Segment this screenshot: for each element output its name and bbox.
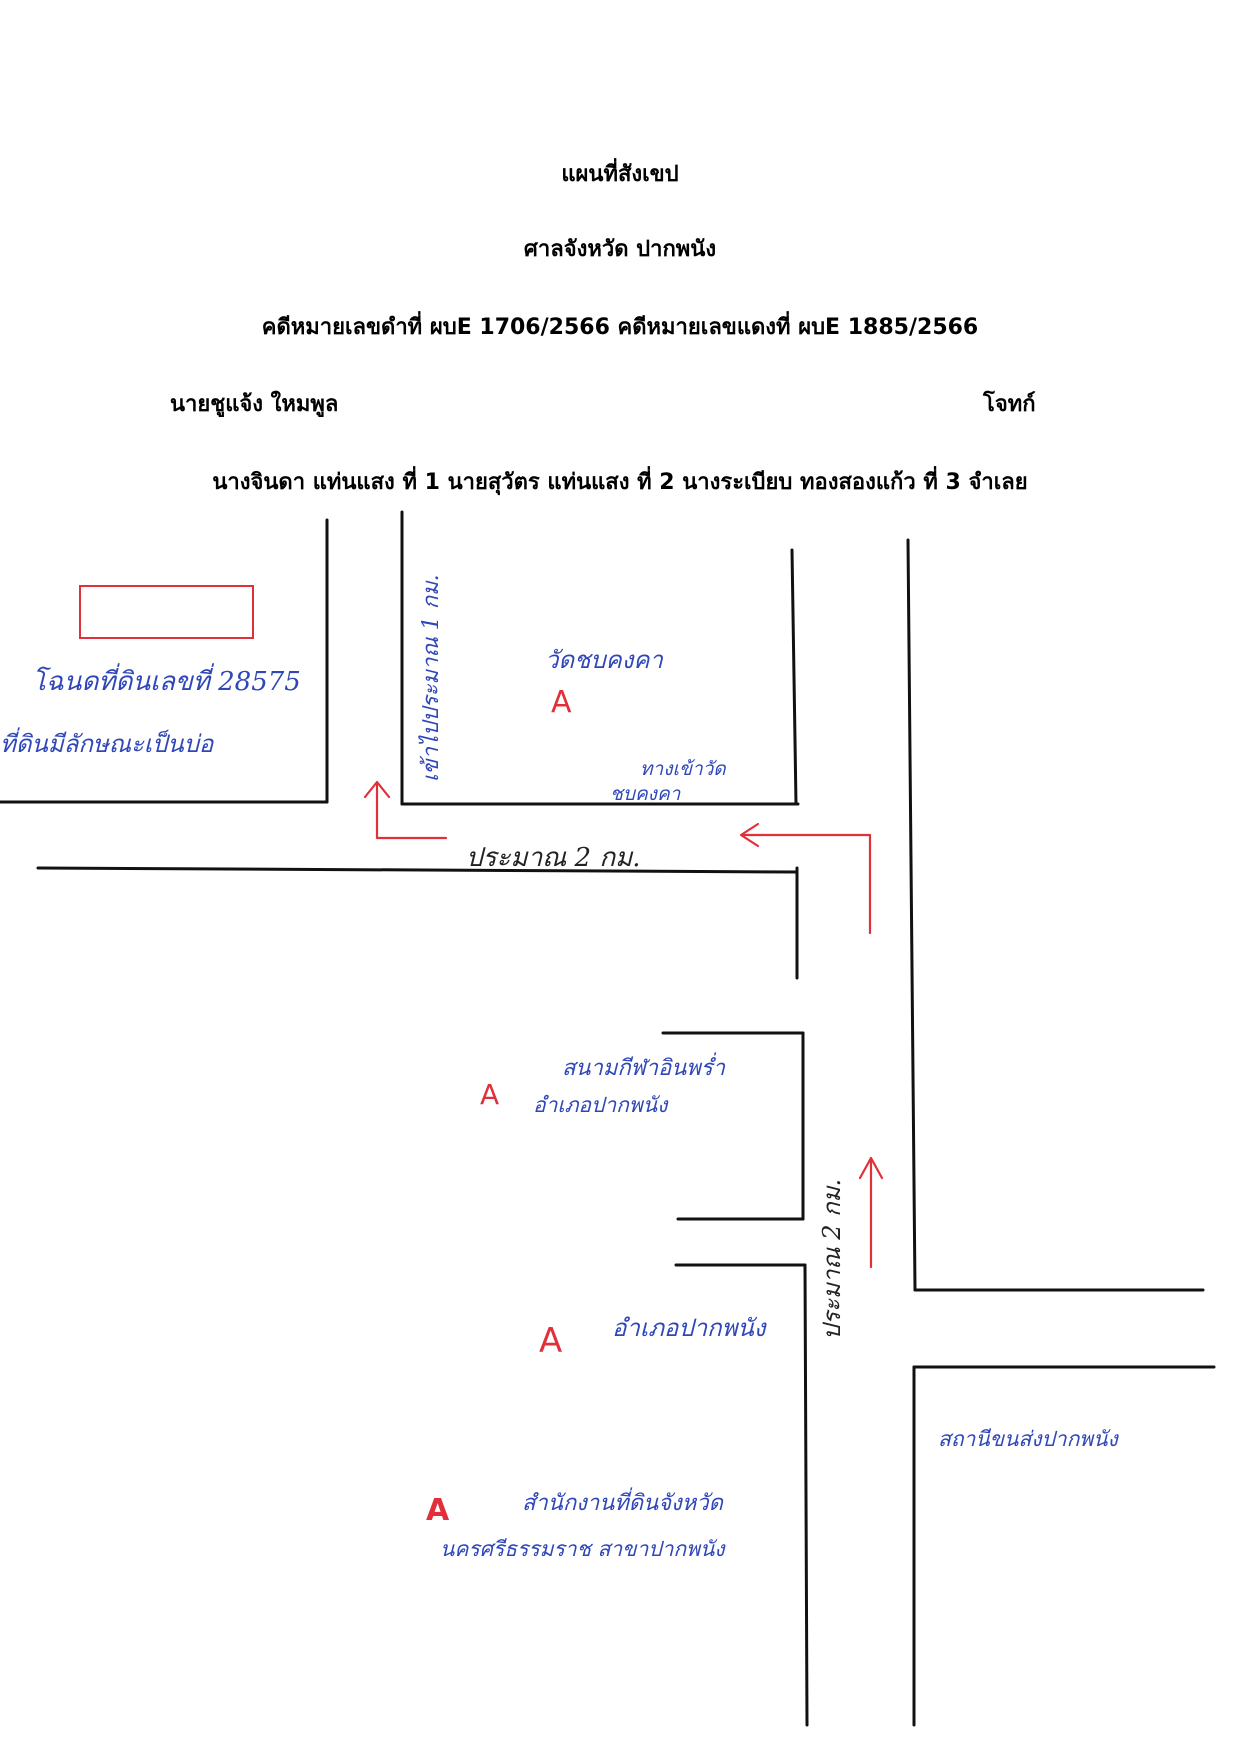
parcel-label: โฉนดที่ดินเลขที่ 28575 <box>32 663 301 697</box>
road-lines <box>0 510 1216 1727</box>
route-arrow-right <box>739 822 872 935</box>
road-edge <box>906 538 917 1292</box>
plaintiff-role: โจทก์ <box>983 392 1036 417</box>
court-name: ศาลจังหวัด ปากพนัง <box>523 237 717 262</box>
district-office-label: อำเภอปากพนัง <box>612 1314 768 1342</box>
defendants-line: นางจินดา แท่นแสง ที่ 1 นายสุวัตร แท่นแสง… <box>212 470 1028 495</box>
stadium-line1: สนามกีฬาอินพร่ำ <box>562 1052 726 1081</box>
landmark-temple-icon: A <box>551 685 572 720</box>
road-edge <box>36 866 799 874</box>
parcel-marker-rectangle <box>79 585 254 639</box>
road-edge <box>803 1263 809 1727</box>
landmark-land-office-icon: A <box>426 1493 450 1528</box>
route-arrow-up <box>858 1156 884 1269</box>
route-arrow-left <box>363 780 448 840</box>
road-left-distance: เข้าไปประมาณ 1 กม. <box>418 574 444 782</box>
road-right-distance: ประมาณ 2 กม. <box>818 1179 846 1340</box>
plaintiff-name: นายชูแจ้ง ใหมพูล <box>170 392 339 417</box>
temple-label: วัดชบคงคา <box>545 646 664 674</box>
bus-terminal-label: สถานีขนส่งปากพนัง <box>938 1427 1119 1451</box>
case-numbers: คดีหมายเลขดำที่ ผบE 1706/2566 คดีหมายเลข… <box>261 315 979 340</box>
map-title: แผนที่สังเขป <box>561 162 679 187</box>
stadium-line2: อำเภอปากพนัง <box>533 1093 669 1117</box>
road-edge <box>790 548 798 806</box>
landmark-stadium-icon: A <box>480 1078 499 1111</box>
land-office-line1: สำนักงานที่ดินจังหวัด <box>522 1487 725 1516</box>
road-mid-distance: ประมาณ 2 กม. <box>466 843 641 873</box>
parcel-note: ที่ดินมีลักษณะเป็นบ่อ <box>0 727 215 758</box>
landmark-district-office-icon: A <box>539 1321 562 1361</box>
temple-gate-line1: ทางเข้าวัด <box>640 758 727 780</box>
land-office-line2: นครศรีธรรมราช สาขาปากพนัง <box>440 1537 726 1561</box>
temple-gate-line2: ชบคงคา <box>610 783 682 805</box>
